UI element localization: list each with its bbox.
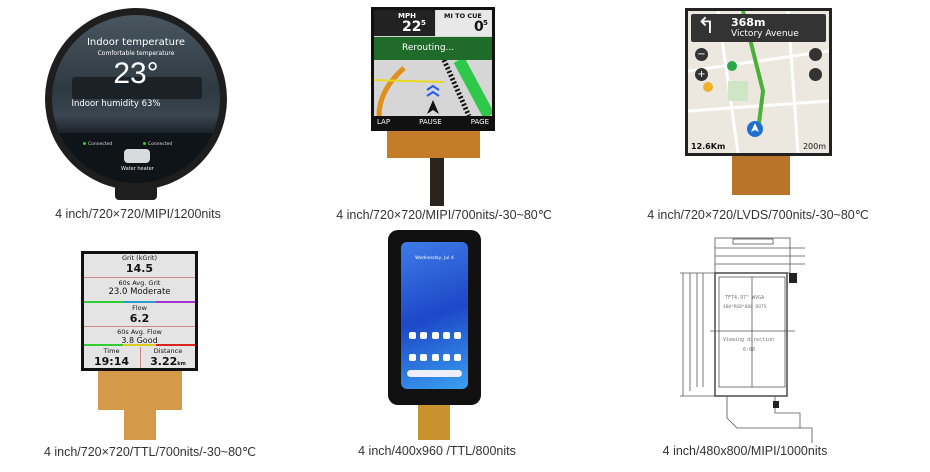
- phone-display: Wednesday, Jul 4: [388, 230, 481, 405]
- speed-decimal: 5: [421, 19, 426, 27]
- pause-button: PAUSE: [419, 118, 442, 126]
- flex-cable: [418, 400, 450, 440]
- remaining-distance: 12.6Km: [691, 142, 726, 151]
- drawing-viewing: Viewing direction: [723, 337, 775, 343]
- fpc-tail: [387, 128, 480, 158]
- status-connected-center: Connected: [148, 142, 173, 147]
- date-text: Wednesday, Jul 4: [415, 256, 454, 261]
- grit-label: Grit (kGrit): [121, 254, 158, 262]
- drawing-model: TFT4.97" WVGA: [725, 295, 765, 301]
- cue-value: 0: [474, 19, 484, 35]
- square-gps-display: MPH 22 5 MI TO CUE 0 5 Rerouting... LAP …: [371, 7, 495, 131]
- compass-icon: [809, 48, 822, 61]
- comfort-subtitle: Comfortable temperature: [97, 50, 175, 57]
- humidity-text: Indoor humidity 63%: [71, 99, 161, 109]
- speed-value: 22: [402, 19, 422, 35]
- rerouting-banner: Rerouting...: [374, 37, 492, 60]
- distance-unit: km: [177, 361, 186, 367]
- grit-value: 14.5: [125, 262, 154, 275]
- square-map-display: ↰ 368m Victory Avenue − + 12.6Km 200m: [685, 8, 832, 156]
- map-route-graphic: [374, 60, 492, 116]
- time-label: Time: [103, 347, 120, 355]
- sofa-background: [72, 77, 202, 99]
- square-data-display: Grit (kGrit) 14.5 60s Avg. Grit 23.0 Mod…: [81, 251, 198, 371]
- technical-drawing: TFT4.97" WVGA 480*RGB*800 DOTS Viewing d…: [675, 233, 825, 443]
- indoor-temperature-title: Indoor temperature: [86, 37, 186, 48]
- street-name: Victory Avenue: [731, 29, 799, 39]
- hand-icon: [809, 68, 822, 81]
- data-screen: Grit (kGrit) 14.5 60s Avg. Grit 23.0 Mod…: [84, 254, 195, 368]
- product-caption: 4 inch/720×720/MIPI/1200nits: [55, 207, 221, 221]
- connected-dot-icon: [83, 142, 86, 145]
- fpc-tail: [124, 405, 156, 440]
- flex-cable: [98, 370, 182, 410]
- status-connected-left: Connected: [88, 142, 113, 147]
- product-caption: 4 inch/720×720/TTL/700nits/-30~80℃: [43, 445, 257, 459]
- drawing-resolution: 480*RGB*800 DOTS: [723, 305, 767, 310]
- drawing-lines: [680, 237, 813, 443]
- zoom-out-button: −: [695, 48, 708, 61]
- round-display-product: Indoor temperature Comfortable temperatu…: [45, 8, 227, 200]
- product-caption: 4 inch/400x960 /TTL/800nits: [358, 444, 516, 458]
- water-heater-label: Water heater: [121, 166, 154, 172]
- flex-cable: [732, 150, 790, 195]
- flow-scale-bar: [84, 344, 195, 346]
- map-screen: ↰ 368m Victory Avenue − + 12.6Km 200m: [688, 11, 829, 153]
- product-caption: 4 inch/720×720/LVDS/700nits/-30~80℃: [647, 208, 869, 222]
- distance-label: Distance: [153, 347, 183, 355]
- map-scale: 200m: [802, 142, 826, 151]
- drawing-angle: 6:00: [743, 347, 756, 353]
- turn-left-arrow-icon: ↰: [697, 14, 716, 39]
- phone-screen: Wednesday, Jul 4: [401, 242, 468, 389]
- product-caption: 4 inch/480x800/MIPI/1000nits: [662, 444, 828, 458]
- flow-value: 6.2: [129, 312, 150, 325]
- dock-icon-row: [409, 354, 461, 362]
- page-button: PAGE: [470, 118, 489, 126]
- round-display-screen: Indoor temperature Comfortable temperatu…: [52, 15, 220, 183]
- grit-scale-bar: [84, 301, 195, 303]
- zoom-in-button: +: [695, 68, 708, 81]
- avg-grit-label: 60s Avg. Grit: [118, 279, 161, 287]
- cue-label: MI TO CUE: [444, 12, 482, 20]
- gps-screen: MPH 22 5 MI TO CUE 0 5 Rerouting... LAP …: [374, 10, 492, 128]
- lap-button: LAP: [377, 118, 391, 126]
- search-bar: [407, 370, 462, 377]
- avg-grit-value: 23.0 Moderate: [108, 287, 171, 297]
- turn-distance: 368m: [731, 16, 766, 29]
- product-caption: 4 inch/720×720/MIPI/700nits/-30~80℃: [336, 208, 552, 222]
- avg-flow-label: 60s Avg. Flow: [117, 328, 162, 336]
- temperature-value: 23°: [113, 57, 159, 90]
- connector-tab: [115, 186, 157, 200]
- distance-value: 3.22: [150, 355, 178, 368]
- avg-flow-value: 3.8 Good: [121, 336, 158, 345]
- cue-decimal: 5: [483, 19, 488, 27]
- time-value: 19:14: [93, 355, 129, 368]
- speed-label: MPH: [398, 12, 416, 20]
- app-icon-row: [409, 332, 461, 340]
- connected-dot-icon: [143, 142, 146, 145]
- water-heater-icon: [124, 149, 150, 163]
- flow-label: Flow: [132, 304, 147, 312]
